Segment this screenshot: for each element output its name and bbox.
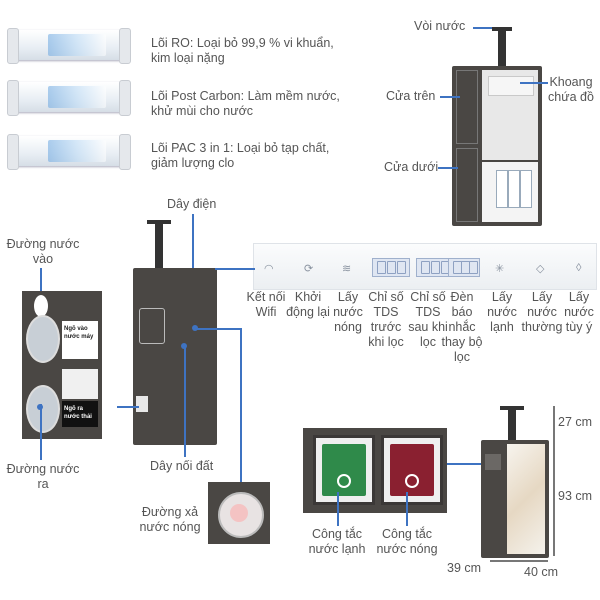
faucet-dim-image: [500, 406, 526, 442]
panel-label-restart: Khởi động lại: [286, 290, 330, 319]
power-cord-label: Dây điện: [167, 197, 217, 211]
filter-post-carbon-image: [7, 80, 131, 116]
filter-pac-image: [7, 134, 131, 170]
dim-height-top: 27 cm: [558, 415, 593, 429]
storage-label: Khoang chứa đồ: [548, 75, 594, 104]
normal-water-icon: ◇: [536, 263, 545, 275]
tds-before-display: [372, 258, 410, 277]
hot-switch-label: Công tắc nước nóng: [376, 527, 438, 556]
dispenser-dimension-body: [481, 440, 549, 558]
top-door-label: Cửa trên: [386, 89, 436, 103]
switch-panel: [303, 428, 447, 513]
custom-water-icon: ◊: [576, 262, 582, 274]
ground-wire-label: Dây nối đất: [150, 459, 214, 473]
bottom-door-label: Cửa dưới: [384, 160, 439, 174]
dim-width: 40 cm: [524, 565, 559, 579]
dispenser-front-body: [452, 66, 542, 226]
panel-label-filter-reminder: Đèn báo nhắc thay bộ lọc: [441, 290, 483, 364]
outlet-tag: Ngõ ra nước thải: [64, 406, 92, 420]
panel-label-tds-before: Chỉ số TDS trước khi lọc: [368, 290, 404, 349]
panel-label-wifi: Kết nối Wifi: [246, 290, 286, 319]
wifi-icon: ◠: [264, 263, 274, 275]
inlet-tag: Ngõ vào nước máy: [64, 326, 94, 340]
cold-water-switch[interactable]: [322, 444, 366, 496]
water-in-label: Đường nước vào: [6, 237, 80, 266]
cold-water-icon: ✳: [495, 263, 505, 275]
panel-label-cold: Lấy nước lạnh: [487, 290, 517, 334]
control-panel: ◠ ⟳ ≋ ✳ ◇ ◊: [253, 243, 597, 290]
panel-label-tds-after: Chỉ số TDS sau khi lọc: [408, 290, 448, 349]
filter-post-carbon-label: Lõi Post Carbon: Làm mềm nước, khử mùi c…: [151, 89, 340, 118]
filter-ro-image: [7, 28, 131, 64]
cold-switch-label: Công tắc nước lạnh: [308, 527, 366, 556]
filter-pac-label: Lõi PAC 3 in 1: Loại bỏ tạp chất, giảm l…: [151, 141, 330, 170]
faucet-back-image: [147, 220, 173, 270]
filter-ro-label: Lõi RO: Loại bỏ 99,9 % vi khuẩn, kim loạ…: [151, 36, 334, 65]
restart-icon: ⟳: [304, 263, 314, 275]
hot-drain-label: Đường xả nước nóng: [139, 505, 201, 534]
hot-water-switch[interactable]: [390, 444, 434, 496]
faucet-image: [492, 27, 514, 71]
dispenser-back-body: [133, 268, 217, 445]
panel-label-hot: Lấy nước nóng: [333, 290, 363, 334]
panel-label-custom: Lấy nước tùy ý: [564, 290, 594, 334]
filter-indicator-display: [448, 258, 480, 277]
faucet-label: Vòi nước: [414, 19, 466, 33]
dim-height-body: 93 cm: [558, 489, 593, 503]
water-out-label: Đường nước ra: [6, 462, 80, 491]
panel-label-normal: Lấy nước thường: [521, 290, 563, 334]
hot-drain-image: [208, 482, 270, 544]
dim-depth: 39 cm: [447, 561, 482, 575]
inlet-outlet-panel: Ngõ vào nước máy Ngõ ra nước thải: [22, 291, 102, 439]
hot-water-icon: ≋: [342, 263, 352, 275]
